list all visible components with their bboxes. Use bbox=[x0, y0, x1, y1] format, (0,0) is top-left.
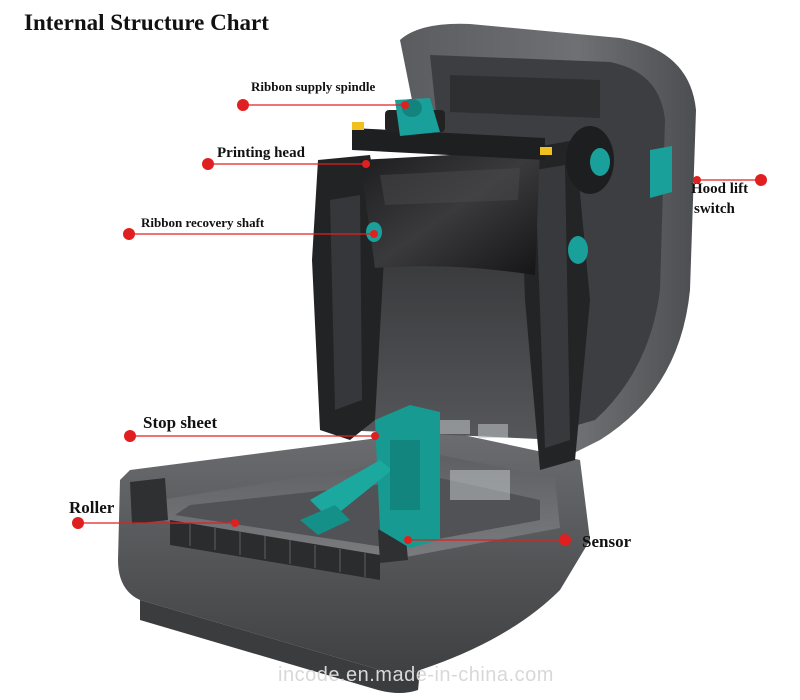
marker-dot bbox=[124, 430, 136, 442]
label-printing-head: Printing head bbox=[217, 145, 305, 161]
label-ribbon-recovery-shaft: Ribbon recovery shaft bbox=[141, 215, 265, 230]
watermark: incode.en.made-in-china.com bbox=[278, 664, 554, 686]
label-roller: Roller bbox=[69, 498, 115, 517]
ribbon-sheen bbox=[380, 168, 520, 205]
right-spindle-hub bbox=[566, 126, 614, 264]
marker-dot bbox=[202, 158, 214, 170]
right-frame-arm bbox=[535, 165, 570, 448]
marker-dot bbox=[72, 517, 84, 529]
marker-dot bbox=[370, 230, 378, 238]
lid-recess bbox=[450, 75, 600, 118]
inner-decals bbox=[440, 420, 510, 500]
label-sensor: Sensor bbox=[582, 532, 632, 551]
diagram-title: Internal Structure Chart bbox=[24, 10, 269, 35]
marker-dots bbox=[72, 99, 767, 546]
marker-dot bbox=[362, 160, 370, 168]
marker-dot bbox=[123, 228, 135, 240]
roller-channel bbox=[170, 520, 380, 580]
leader-lines bbox=[78, 104, 761, 541]
label-hood-lift-line1: Hood lift bbox=[691, 181, 749, 197]
roller-ribs bbox=[189, 524, 366, 577]
hood-lift-switch bbox=[650, 146, 672, 198]
base-front bbox=[140, 600, 420, 693]
marker-dot bbox=[693, 176, 701, 184]
media-guide bbox=[300, 405, 440, 548]
marker-dot bbox=[404, 536, 412, 544]
yellow-tab-right bbox=[540, 147, 552, 155]
marker-dot bbox=[559, 534, 571, 546]
label-ribbon-supply-spindle: Ribbon supply spindle bbox=[251, 79, 376, 94]
label-stop-sheet: Stop sheet bbox=[143, 413, 218, 432]
marker-dot bbox=[401, 101, 409, 109]
marker-dot bbox=[231, 519, 239, 527]
left-frame-arm bbox=[330, 195, 362, 410]
marker-dot bbox=[237, 99, 249, 111]
left-post bbox=[130, 478, 168, 524]
marker-dot bbox=[371, 432, 379, 440]
marker-dot bbox=[755, 174, 767, 186]
label-hood-lift-line2: switch bbox=[694, 201, 735, 217]
print-head-bar bbox=[352, 128, 545, 160]
base-floor bbox=[175, 478, 540, 548]
yellow-tab-left bbox=[352, 122, 364, 130]
